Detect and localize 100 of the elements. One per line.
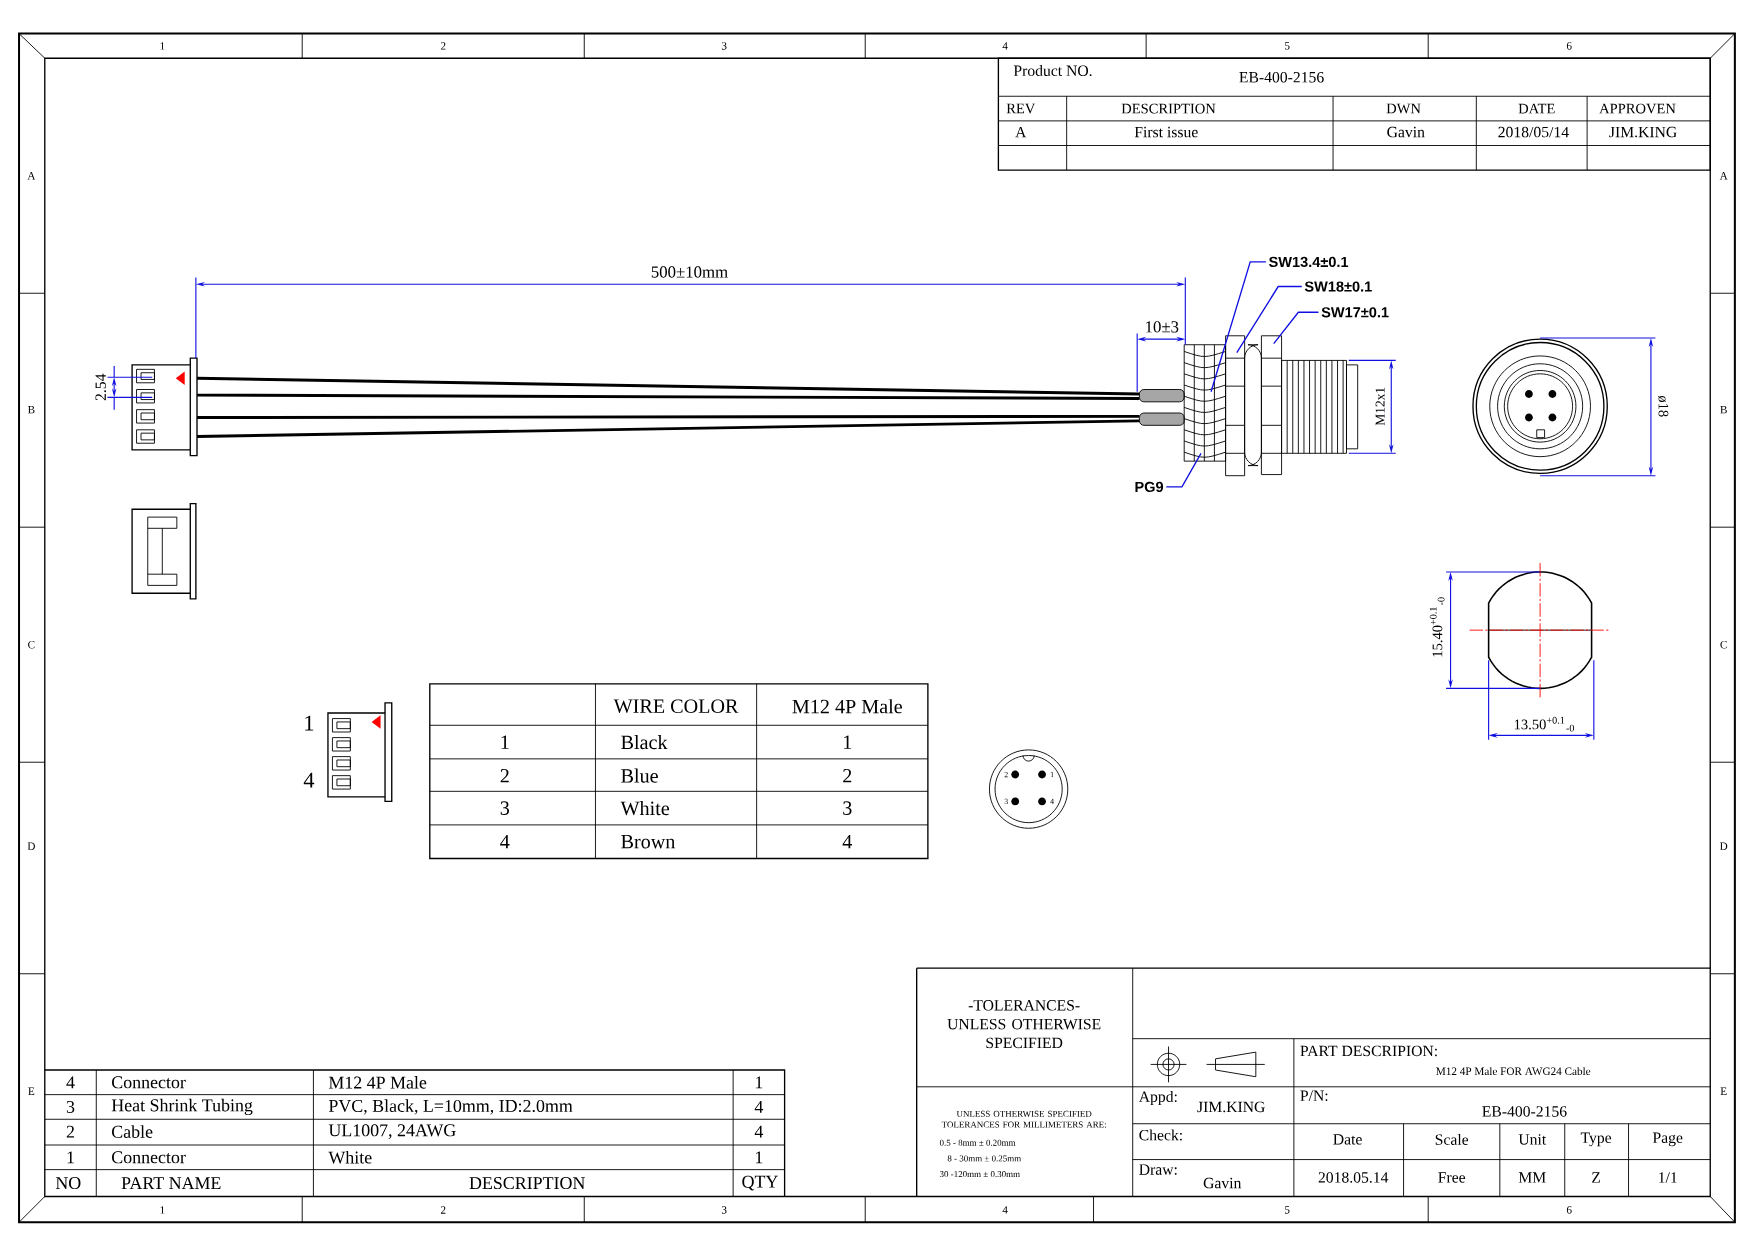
column-header: DESCRIPTION — [469, 1176, 585, 1189]
zone-letter: B — [27, 405, 35, 414]
zone-number: 5 — [1285, 1206, 1290, 1214]
table-text: M12 4P Male FOR AWG24 Cable — [1436, 1067, 1591, 1075]
table-text: 2 — [500, 768, 509, 783]
table-text: 3 — [500, 801, 510, 815]
table-text: Free — [1438, 1172, 1466, 1183]
column-header: Scale — [1435, 1133, 1469, 1145]
table-text: 3 — [843, 801, 852, 815]
table-text: 2 — [843, 768, 852, 783]
column-header: DWN — [1386, 103, 1421, 114]
zone-letter: D — [1719, 842, 1728, 850]
leader-line — [1236, 285, 1303, 354]
table-text: 4 — [754, 1100, 764, 1113]
table-label: Draw: — [1139, 1164, 1177, 1175]
column-header: NO — [55, 1176, 81, 1189]
column-header: Date — [1333, 1134, 1362, 1145]
zone-letter: C — [1720, 640, 1727, 649]
table-text: PVC, Black, L=10mm, ID:2.0mm — [328, 1099, 573, 1115]
column-header: M12 4P Male — [792, 699, 902, 714]
dimension-text: 10±3 — [1146, 321, 1179, 333]
table-text: UL1007, 24AWG — [328, 1124, 456, 1139]
callout-label: PG9 — [1135, 481, 1164, 492]
table-text: M12 4P Male — [328, 1075, 427, 1089]
zone-number: 4 — [1002, 1206, 1008, 1214]
zone-letter: A — [1719, 171, 1728, 180]
zone-number: 3 — [721, 1206, 727, 1214]
table-label: Check: — [1139, 1129, 1182, 1141]
table-text: Blue — [621, 768, 658, 783]
table-text: JIM.KING — [1609, 126, 1677, 138]
column-header: APPROVEN — [1599, 103, 1676, 114]
table-text: JIM.KING — [1197, 1101, 1265, 1113]
table-text: 2018/05/14 — [1498, 126, 1569, 138]
table-label: Product NO. — [1013, 64, 1092, 76]
table-text: First issue — [1134, 126, 1198, 138]
table-text: 4 — [842, 834, 852, 849]
table-text: Black — [621, 734, 668, 750]
column-header: Page — [1652, 1132, 1683, 1147]
table-text: 1 — [755, 1076, 763, 1089]
zone-number: 1 — [160, 1206, 165, 1214]
zone-number: 2 — [440, 42, 446, 50]
table-text: 1 — [844, 735, 852, 749]
pin-number: 1 — [305, 715, 314, 731]
table-text: 1 — [501, 735, 509, 749]
dimension-text: 15.40$^{+0.1}$-0 — [1429, 597, 1445, 657]
callout-label: SW18±0.1 — [1304, 281, 1372, 292]
table-text: White — [620, 800, 670, 816]
column-header: PART NAME — [121, 1177, 221, 1189]
table-text: 4 — [500, 834, 510, 849]
column-header: Unit — [1518, 1134, 1547, 1145]
part-number: EB-400-2156 — [1482, 1106, 1567, 1117]
dimension-text: 13.50$^{+0.1}$-0 — [1514, 716, 1575, 732]
zone-letter: E — [28, 1087, 35, 1095]
table-text: 2 — [66, 1125, 74, 1138]
note-text: -TOLERANCES- UNLESS OTHERWISE SPECIFIED — [947, 999, 1101, 1049]
table-text: Connector — [112, 1076, 186, 1089]
column-header: QTY — [742, 1175, 778, 1191]
zone-letter: B — [1720, 405, 1727, 414]
table-text: Z — [1592, 1172, 1600, 1183]
zone-number: 5 — [1285, 42, 1290, 50]
zone-number: 1 — [160, 42, 165, 50]
table-text: 1 — [755, 1151, 763, 1164]
pin-number: 4 — [303, 772, 315, 788]
table-text: Gavin — [1203, 1177, 1242, 1189]
part-number: EB-400-2156 — [1239, 71, 1324, 83]
table-text: 2018.05.14 — [1318, 1172, 1389, 1183]
table-text: Gavin — [1387, 126, 1425, 138]
note-text: 8 - 30mm ± 0.25mm — [947, 1155, 1021, 1162]
table-text: A — [1015, 126, 1027, 138]
table-text: 1/1 — [1659, 1172, 1677, 1183]
dimension-text: M12x1 — [1375, 387, 1385, 426]
table-text: Cable — [112, 1125, 153, 1138]
zone-number: 2 — [440, 1206, 446, 1214]
leader-line — [1210, 261, 1267, 393]
table-text: MM — [1518, 1172, 1546, 1183]
zone-number: 6 — [1566, 1206, 1572, 1214]
column-header: DATE — [1518, 103, 1555, 114]
column-header: WIRE COLOR — [613, 699, 739, 713]
note-text: 0.5 - 8mm ± 0.20mm — [939, 1139, 1016, 1146]
note-text: UNLESS OTHERWISE SPECIFIED TOLERANCES FOR MILLIMETERS ARE: — [941, 1110, 1106, 1128]
zone-number: 4 — [1002, 42, 1008, 50]
note-text: 30 -120mm ± 0.30mm — [939, 1170, 1020, 1178]
table-text: 1 — [67, 1151, 74, 1164]
zone-letter: E — [1720, 1087, 1727, 1095]
table-label: Appd: — [1138, 1090, 1177, 1105]
column-header: DESCRIPTION — [1121, 103, 1216, 114]
zone-number: 3 — [721, 42, 727, 50]
table-text: 3 — [66, 1100, 75, 1113]
column-header: REV — [1006, 103, 1036, 114]
table-text: White — [328, 1150, 372, 1164]
dimension-text: 500±10mm — [651, 266, 728, 278]
callout-label: SW13.4±0.1 — [1269, 256, 1349, 267]
table-text: Connector — [112, 1151, 186, 1164]
table-label: PART DESCRIPION: — [1300, 1045, 1437, 1057]
callout-label: SW17±0.1 — [1321, 307, 1389, 318]
zone-number: 6 — [1566, 42, 1572, 50]
zone-letter: C — [28, 640, 35, 649]
zone-letter: D — [27, 842, 35, 850]
dimension-text: 2.54 — [95, 373, 107, 401]
dimension-text: ø18 — [1658, 395, 1669, 417]
